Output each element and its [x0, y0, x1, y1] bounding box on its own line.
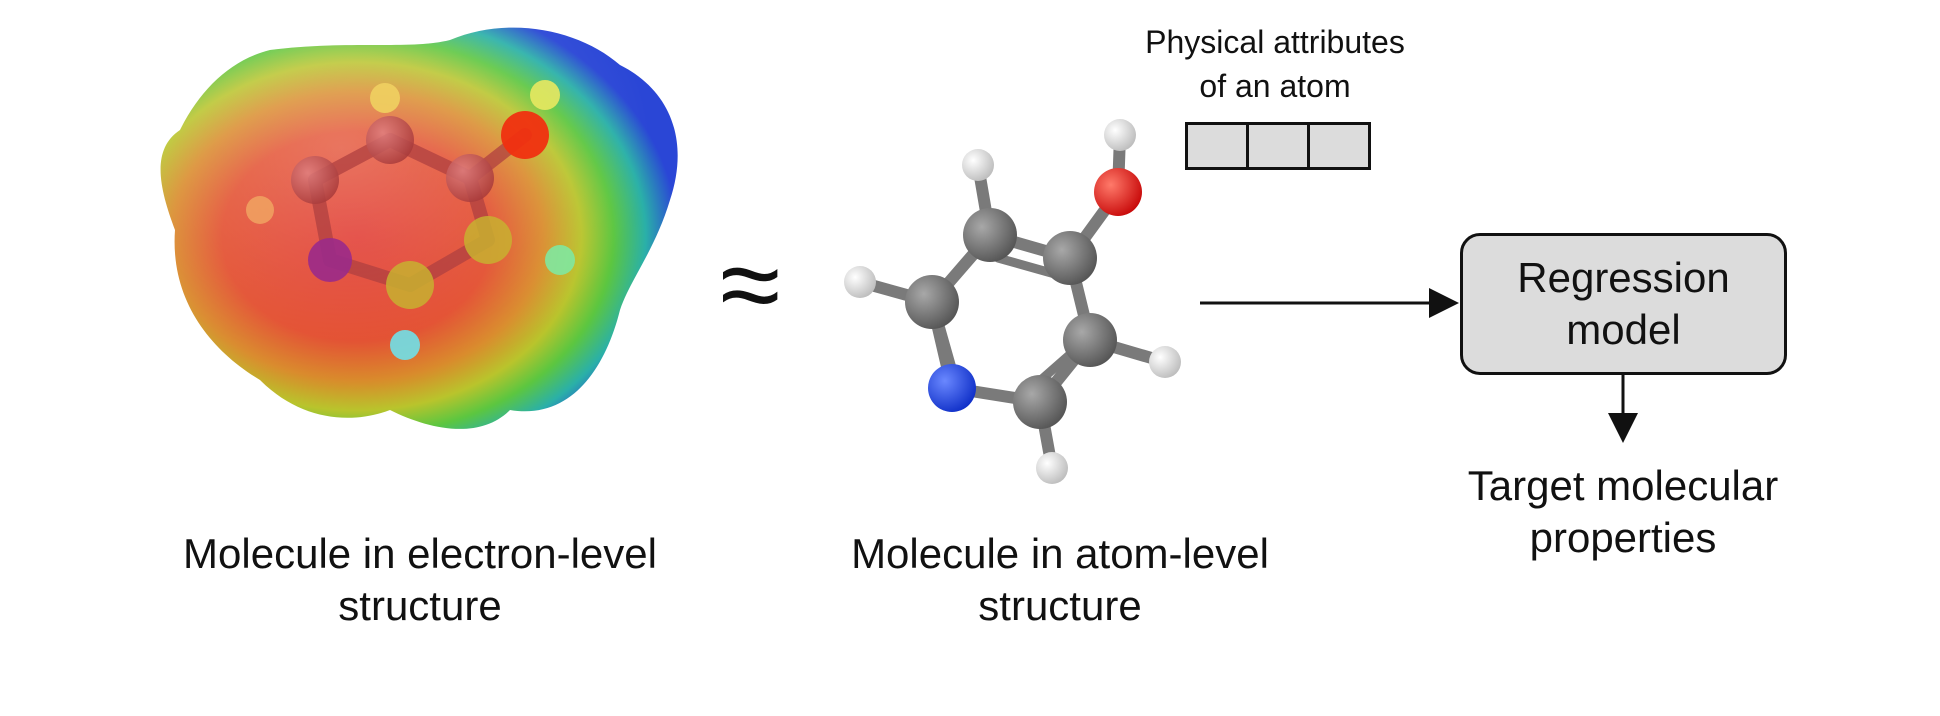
approx-symbol: ≈ — [720, 223, 781, 346]
carbon-atom — [905, 275, 959, 329]
electron-level-molecule — [160, 27, 678, 429]
atom-level-caption-line1: Molecule in atom-level — [851, 530, 1269, 577]
regression-model-line1: Regression — [1517, 254, 1730, 301]
regression-model-box: Regression model — [1460, 233, 1787, 375]
atom-level-molecule — [844, 119, 1181, 484]
attribute-vector — [1185, 122, 1371, 170]
hydrogen-atom — [962, 149, 994, 181]
nitrogen-atom — [928, 364, 976, 412]
oxygen-atom — [1094, 168, 1142, 216]
hydrogen-atom — [844, 266, 876, 298]
atom-level-caption: Molecule in atom-level structure — [830, 528, 1290, 632]
carbon-atom — [963, 208, 1017, 262]
attributes-label: Physical attributes of an atom — [1110, 20, 1440, 108]
hydrogen-atom — [1149, 346, 1181, 378]
carbon-atom — [1063, 313, 1117, 367]
hydrogen-atom — [1036, 452, 1068, 484]
electron-level-caption-line1: Molecule in electron-level — [183, 530, 657, 577]
target-properties-line1: Target molecular — [1467, 462, 1779, 509]
attributes-label-line2: of an atom — [1199, 68, 1351, 104]
electron-level-caption-line2: structure — [338, 582, 502, 629]
electron-level-caption: Molecule in electron-level structure — [160, 528, 680, 632]
atom-level-caption-line2: structure — [978, 582, 1142, 629]
target-properties-caption: Target molecular properties — [1443, 460, 1803, 564]
regression-model-line2: model — [1566, 306, 1681, 353]
attribute-cell — [1188, 125, 1249, 167]
hydrogen-atom — [1104, 119, 1136, 151]
target-properties-line2: properties — [1529, 514, 1717, 561]
attribute-cell — [1310, 125, 1368, 167]
carbon-atom — [1013, 375, 1067, 429]
attributes-label-line1: Physical attributes — [1145, 24, 1405, 60]
attribute-cell — [1249, 125, 1310, 167]
carbon-atom — [1043, 231, 1097, 285]
